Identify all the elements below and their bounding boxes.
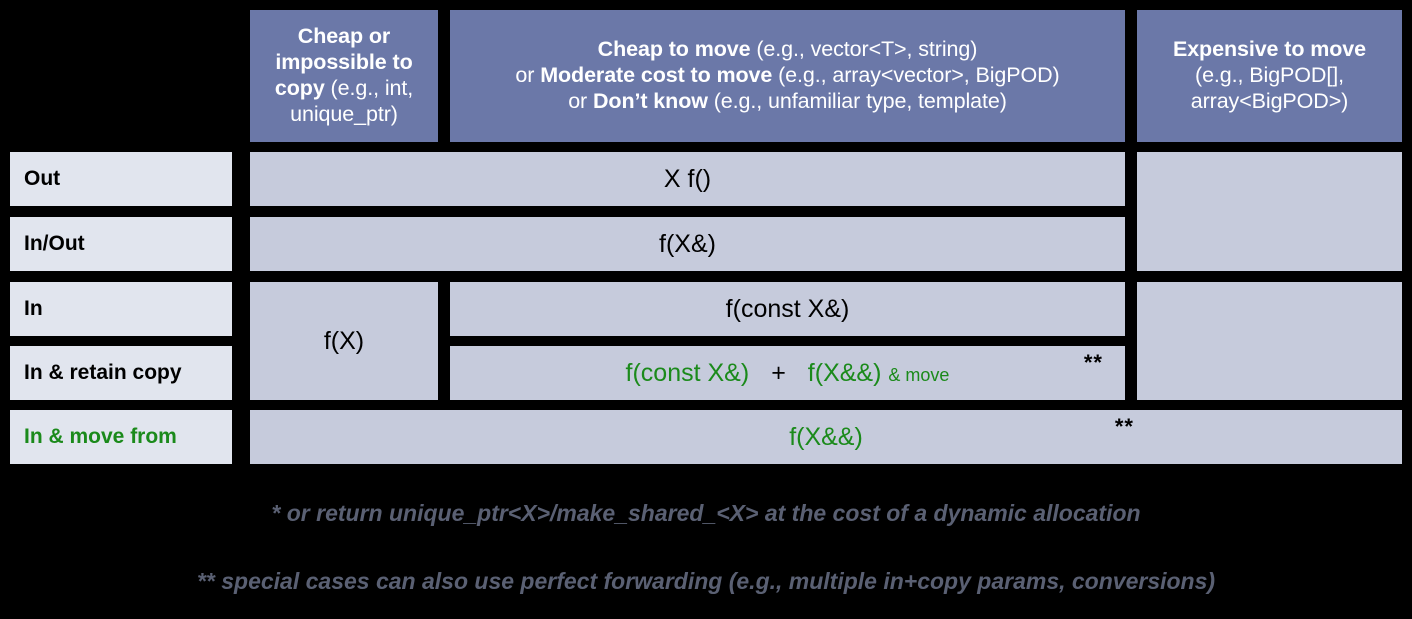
header-c2-line1: Cheap to move (e.g., vector<T>, string) [515, 37, 1059, 63]
header-c2-line3: or Don’t know (e.g., unfamiliar type, te… [515, 89, 1059, 115]
row-label-in-out: In/Out [10, 217, 232, 271]
cell-in-f-x-text: f(X) [323, 326, 365, 355]
header-c2-line2: or Moderate cost to move (e.g., array<ve… [515, 63, 1059, 89]
header-c2-l2-bold: Moderate cost to move [540, 63, 773, 88]
cell-out-x-f-text: X f() [663, 164, 712, 193]
header-c1-bold: Cheap or impossible to copy [274, 24, 413, 100]
cell-in-f-x: f(X) [250, 282, 438, 400]
header-c1-rest: (e.g., int, unique_ptr) [290, 76, 414, 126]
cell-in-f-const-xref: f(const X&) [450, 282, 1125, 336]
cell-retain-const-ref: f(const X&) [625, 358, 750, 387]
footnote-marker-move-from: ** [1114, 414, 1134, 439]
header-c3-line1: Expensive to move [1173, 37, 1366, 63]
cell-expensive-merged-top [1137, 152, 1402, 271]
row-label-out: Out [10, 152, 232, 206]
column-header-cheap-to-move: Cheap to move (e.g., vector<T>, string) … [450, 10, 1125, 142]
cell-expensive-merged-bottom [1137, 282, 1402, 400]
row-label-in-text: In [24, 297, 43, 320]
header-c3-line3: array<BigPOD>) [1190, 88, 1349, 113]
header-c2-l3-pre: or [568, 88, 593, 113]
cell-out-x-f: X f() [250, 152, 1125, 206]
header-c2-l1-bold: Cheap to move [597, 37, 751, 62]
footnote-double-star: ** special cases can also use perfect fo… [196, 568, 1216, 594]
row-label-in-out-text: In/Out [24, 232, 85, 255]
cell-retain-rvalue-ref: f(X&&) [807, 358, 882, 387]
header-c2-l2-pre: or [515, 63, 541, 88]
footnote-marker-retain-copy: ** [1083, 350, 1103, 375]
column-header-cheap-or-impossible-to-copy: Cheap or impossible to copy (e.g., int, … [250, 10, 438, 142]
header-c2-l3-bold: Don’t know [593, 88, 708, 113]
header-c2-l2-rest: (e.g., array<vector>, BigPOD) [772, 63, 1060, 88]
cell-move-from-text: f(X&&) [789, 422, 863, 451]
header-c3-bold: Expensive to move [1172, 37, 1367, 62]
cell-inout-f-xref: f(X&) [250, 217, 1125, 271]
row-label-out-text: Out [24, 167, 61, 190]
row-label-in-move-from: In & move from [10, 410, 232, 464]
header-c2-l1-rest: (e.g., vector<T>, string) [750, 37, 978, 62]
cell-inout-f-xref-text: f(X&) [659, 229, 716, 258]
row-label-in-move-from-text: In & move from [24, 425, 177, 448]
cell-retain-and-move: & move [888, 364, 950, 385]
header-c2-l3-rest: (e.g., unfamiliar type, template) [707, 88, 1007, 113]
cell-retain-copy-inner: f(const X&) + f(X&&) & move [626, 359, 950, 388]
row-label-in-retain-copy-text: In & retain copy [24, 361, 182, 384]
cell-retain-copy-expression: f(const X&) + f(X&&) & move ** [450, 346, 1125, 400]
header-c3-line2: (e.g., BigPOD[], [1195, 63, 1344, 88]
cell-in-f-const-xref-text: f(const X&) [725, 294, 850, 323]
cell-move-from-expression: f(X&&) ** [250, 410, 1402, 464]
row-label-in-retain-copy: In & retain copy [10, 346, 232, 400]
table-corner-cell [10, 10, 232, 142]
column-header-expensive-to-move: Expensive to move (e.g., BigPOD[], array… [1137, 10, 1402, 142]
row-label-in: In [10, 282, 232, 336]
cell-retain-plus: + [771, 358, 786, 387]
footnote-single-star: * or return unique_ptr<X>/make_shared_<X… [271, 500, 1141, 526]
